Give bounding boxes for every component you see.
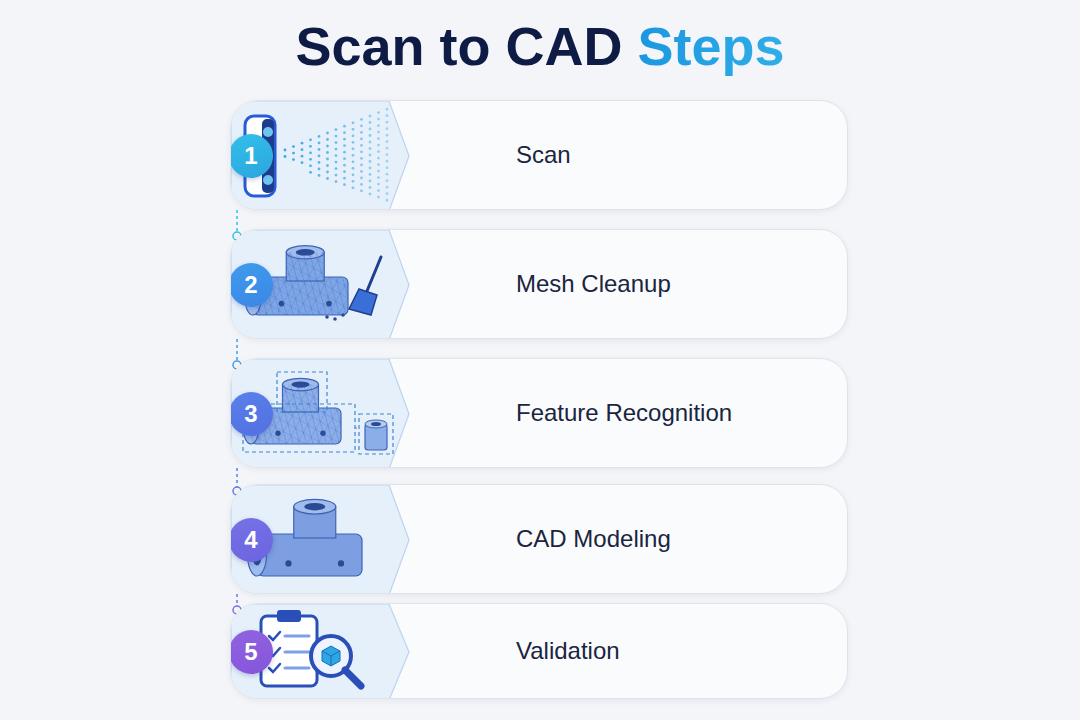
- title-wrap: Scan to CAD Steps: [0, 14, 1080, 79]
- step-row: Mesh Cleanup 2: [230, 229, 848, 339]
- step-number: 5: [230, 630, 273, 674]
- step-number-text: 2: [230, 271, 273, 299]
- step-row: Feature Recognition 3: [230, 358, 848, 468]
- step-number-text: 5: [230, 638, 273, 666]
- step-number: 4: [230, 518, 273, 562]
- step-number-text: 3: [230, 400, 273, 428]
- step-row: Validation 5: [230, 603, 848, 699]
- step-number-text: 1: [230, 142, 273, 170]
- title: Scan to CAD Steps: [295, 14, 784, 79]
- step-label: Mesh Cleanup: [516, 270, 671, 299]
- step-label: Validation: [516, 637, 620, 666]
- step-label: CAD Modeling: [516, 525, 671, 554]
- step-number: 2: [230, 263, 273, 307]
- step-number: 1: [230, 134, 273, 178]
- step-number-text: 4: [230, 526, 273, 554]
- step-row: Scan 1: [230, 100, 848, 210]
- step-label: Scan: [516, 141, 571, 170]
- step-number: 3: [230, 392, 273, 436]
- step-label: Feature Recognition: [516, 399, 732, 428]
- step-row: CAD Modeling 4: [230, 484, 848, 594]
